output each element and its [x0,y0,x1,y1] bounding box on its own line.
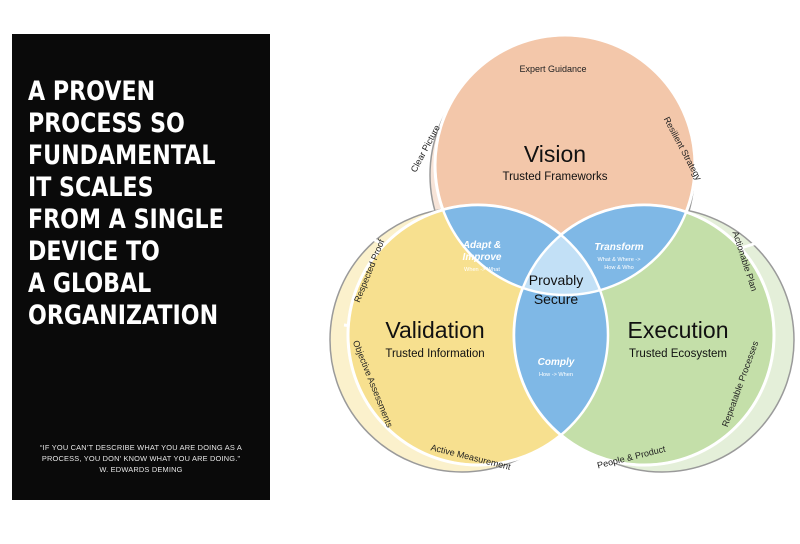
lens-comply-sub: How -> When [539,372,573,378]
ring-expert-guidance: Expert Guidance [519,64,586,74]
lens-transform-sub-2: How & Who [604,265,634,271]
quote-panel [12,34,270,500]
headline-line: DEVICE TO [28,236,160,267]
execution-subtitle: Trusted Ecosystem [629,348,727,360]
quote-line-2: PROCESS, YOU DON’ KNOW WHAT YOU ARE DOIN… [41,454,241,463]
lens-adapt-sub: When -> What [464,267,500,273]
vision-subtitle: Trusted Frameworks [502,171,607,183]
lens-transform-line-1: Transform [594,242,643,253]
lens-adapt-line-1: Adapt & [462,240,501,251]
headline-line: FROM A SINGLE [28,204,224,235]
headline-line: FUNDAMENTAL [28,140,216,171]
lens-transform-sub-1: What & Where -> [597,257,640,263]
center-line-1: Provably [529,272,583,288]
headline: A PROVEN PROCESS SO FUNDAMENTAL IT SCALE… [28,76,224,332]
vision-title: Vision [524,141,586,167]
quote-line-1: “IF YOU CAN’T DESCRIBE WHAT YOU ARE DOIN… [40,443,242,452]
validation-title: Validation [385,317,484,343]
execution-title: Execution [627,317,728,343]
headline-line: A GLOBAL [28,268,152,299]
headline-line: IT SCALES [28,172,154,203]
quote-author: W. EDWARDS DEMING [99,465,183,474]
lens-comply-line-1: Comply [538,357,575,368]
headline-line: A PROVEN [28,76,156,107]
headline-line: PROCESS SO [28,108,185,139]
deming-quote: “IF YOU CAN’T DESCRIBE WHAT YOU ARE DOIN… [14,442,268,475]
lens-adapt-line-2: Improve [463,252,502,263]
center-line-2: Secure [534,291,579,307]
validation-subtitle: Trusted Information [385,348,484,360]
headline-line: ORGANIZATION [28,300,219,331]
